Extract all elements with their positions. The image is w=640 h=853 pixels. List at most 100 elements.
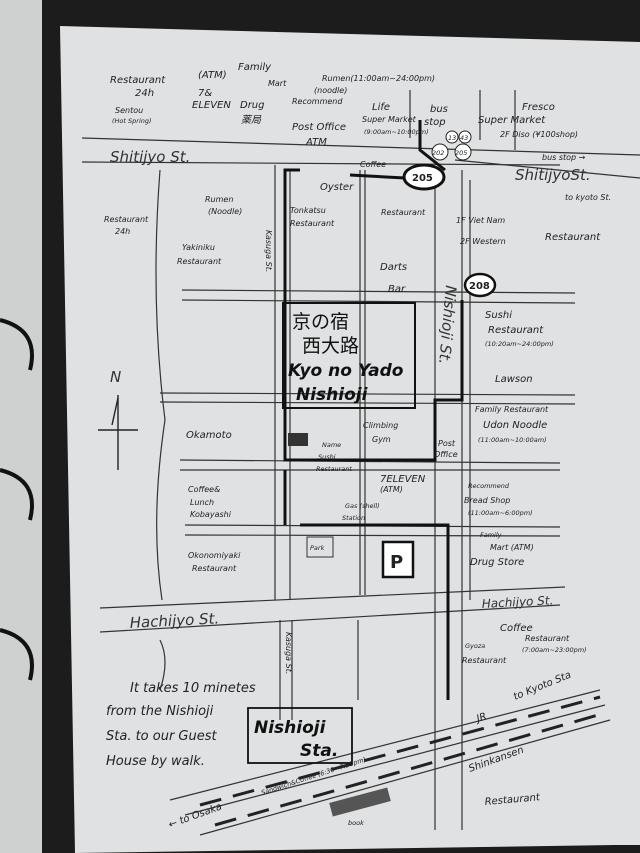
map-label: Gas (shell) (345, 502, 380, 510)
map-label: Darts (380, 262, 407, 273)
map-label: Gyoza (465, 642, 485, 650)
map-label: Sentou (115, 106, 143, 115)
map-label: (Noodle) (208, 207, 242, 216)
map-label: Yakiniku (182, 243, 215, 252)
station-platform (329, 787, 391, 817)
map-label: Station (342, 514, 365, 522)
map-label: Restaurant (110, 75, 166, 86)
guesthouse-marker (288, 433, 308, 446)
map-label: Sta. to our Guest (106, 729, 218, 744)
map-label: Restaurant (488, 325, 544, 336)
left-binder (0, 0, 42, 853)
map-label: Restaurant (381, 208, 426, 217)
map-label: (ATM) (380, 485, 403, 494)
map-label: 205 (455, 149, 467, 157)
map-label: 7& (198, 88, 212, 99)
map-label: Mart (ATM) (490, 543, 534, 552)
map-label: Life (372, 102, 390, 113)
map-label: 薬局 (241, 114, 262, 126)
map-label: Restaurant (177, 257, 222, 266)
streets (81, 90, 640, 836)
map-label: Super Market (362, 115, 417, 124)
map-label: JR (473, 711, 488, 725)
map-label: Family Restaurant (475, 405, 549, 414)
map-label: Bread Shop (464, 496, 510, 505)
map-label: Drug (240, 100, 265, 111)
map-label: Office (434, 450, 458, 459)
paper-sheet (60, 26, 640, 853)
street-hachijyo-left: Hachijyo St. (129, 609, 219, 632)
map-label: 208 (469, 281, 490, 292)
map-label: to kyoto St. (565, 193, 611, 202)
map-label: Climbing (363, 421, 398, 430)
map-label: Restaurant (290, 219, 335, 228)
north-label: N (110, 368, 121, 386)
map-label: It takes 10 minetes (130, 681, 256, 696)
map-label: Gym (372, 435, 391, 444)
map-label: Post (438, 439, 456, 448)
binder-rings (0, 318, 34, 681)
map-label: 24h (135, 88, 154, 99)
map-label: House by walk. (106, 754, 205, 769)
map-label: Rumen (205, 195, 233, 204)
station-name-2: Sta. (300, 741, 338, 761)
guesthouse-name-1: Kyo no Yado (288, 361, 404, 381)
map-label: Restaurant (484, 792, 541, 808)
walking-route (283, 120, 464, 700)
map-label: 24h (115, 227, 130, 236)
map-label: Restaurant (545, 232, 601, 243)
map-label: Bar (388, 284, 406, 295)
map-label: (Hot Spring) (112, 117, 152, 125)
map-label: (11:00am~10:00am) (478, 436, 547, 444)
map-label: (ATM) (198, 70, 227, 81)
map-label: 202 (432, 149, 444, 157)
map-label: Lawson (495, 374, 533, 385)
station-name-1: Nishioji (254, 718, 327, 738)
map-label: 1F Viet Nam (456, 216, 505, 225)
guesthouse-jp-2: 西大路 (302, 335, 359, 357)
north-arrow (98, 395, 138, 470)
map-label: 2F Western (460, 237, 506, 246)
guesthouse-box (282, 302, 416, 409)
map-label: Family (480, 531, 502, 539)
railway-dashes (199, 695, 606, 827)
street-kasuga-lower: Kasuga St. (284, 632, 293, 674)
map-label: Family (238, 62, 272, 73)
map-label: ATM (305, 137, 327, 148)
walking-note: It takes 10 minetes from the Nishioji St… (106, 681, 256, 769)
map-label: (11:00am~6:00pm) (468, 509, 533, 517)
map-label: ELEVEN (192, 100, 231, 111)
map-label: Name (322, 441, 341, 449)
map-label: book (348, 819, 364, 827)
map-label: Restaurant (525, 634, 570, 643)
map-label: bus (430, 104, 448, 115)
map-label: Post Office (292, 122, 346, 133)
map-label: Drug Store (470, 557, 524, 568)
map-label: Lunch (190, 498, 214, 507)
street-shitijyo-left: Shitijyo St. (110, 148, 190, 166)
map-label: Super Market (478, 115, 546, 126)
map-label: (9:00am~10:00pm) (364, 128, 429, 136)
map-label: 13 (448, 134, 456, 142)
map-label: 43 (460, 134, 468, 142)
map-label: Okonomiyaki (188, 551, 241, 560)
map-label: Restaurant (462, 656, 507, 665)
parking-label: P (390, 552, 403, 573)
map-label: (7:00am~23:00pm) (522, 646, 587, 654)
map-label: Rumen(11:00am~24:00pm) (322, 74, 435, 83)
map-label: Sushi (485, 310, 512, 321)
map-label: 7ELEVEN (380, 474, 426, 485)
guesthouse-jp-1: 京の宿 (292, 311, 349, 333)
map-label: Mart (268, 79, 287, 88)
parking-icon (381, 540, 415, 579)
map-label: Okamoto (186, 430, 232, 441)
map-label: Restaurant (316, 465, 352, 473)
map-label: Restaurant (192, 564, 237, 573)
bus-route-badges: 13 43 202 205 205 208 (402, 130, 497, 298)
map-label: Sushi (318, 453, 336, 461)
map-label: Tonkatsu (290, 206, 326, 215)
map-label: stop (424, 117, 446, 128)
map-label: Fresco (522, 102, 555, 113)
street-shitijyo-right: ShitijyoSt. (515, 166, 591, 184)
